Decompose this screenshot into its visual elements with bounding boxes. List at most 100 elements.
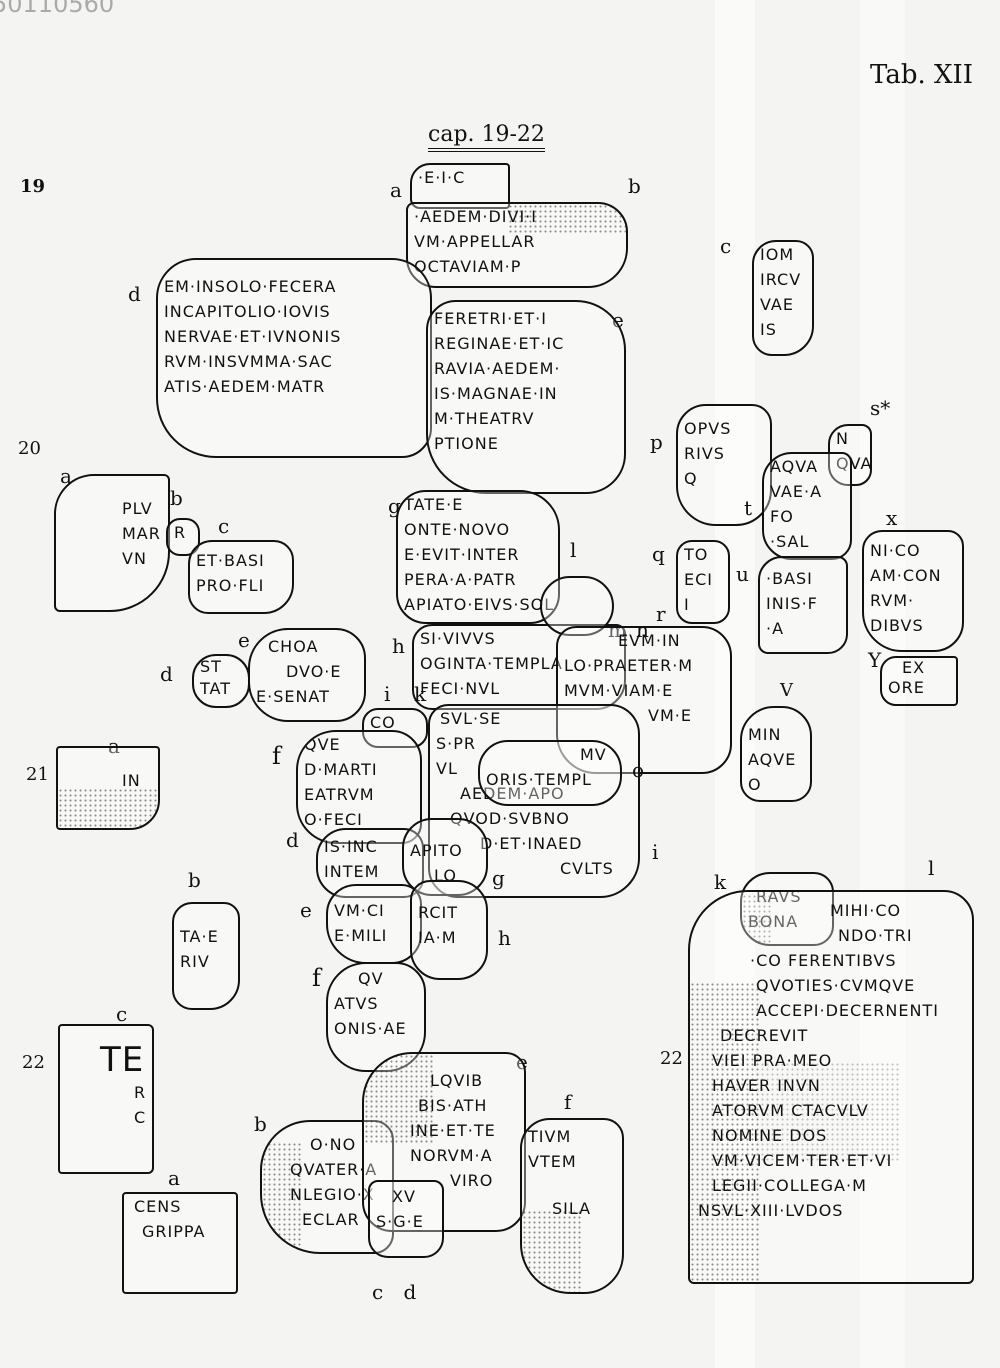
fragment-line: ACCEPI·DECERNENTI (756, 1001, 939, 1020)
fragment-line: E·SENAT (256, 687, 330, 706)
fragment-19c: IOM IRCV VAE IS (752, 240, 814, 356)
stipple (760, 1062, 900, 1162)
fragment-line: O (748, 775, 762, 794)
fragment-line: APIATO·EIVS·SOL (404, 595, 555, 614)
fragment-line: Q (684, 469, 698, 488)
fragment-line: RIVS (684, 444, 725, 463)
fragment-label: y (868, 648, 882, 672)
fragment-22a: CENS GRIPPA (122, 1192, 238, 1294)
fragment-line: RVM·INSVMMA·SAC (164, 352, 333, 371)
fragment-label: o (632, 758, 645, 782)
fragment-line: ORIS·TEMPL (486, 770, 592, 789)
fragment-line: ORE (888, 678, 925, 697)
fragment-line: RCIT (418, 903, 458, 922)
fragment-line: INCAPITOLIO·IOVIS (164, 302, 331, 321)
fragment-21f2: QV ATVS ONIS·AE (326, 962, 426, 1072)
fragment-line: PRO·FLI (196, 576, 265, 595)
fragment-21a: IN (56, 746, 160, 830)
fragment-19y: EX ORE (880, 656, 958, 706)
fragment-line: QVOTIES·CVMQVE (756, 976, 916, 995)
fragment-line: OPVS (684, 419, 732, 438)
fragment-line: GRIPPA (142, 1222, 206, 1241)
fragment-line: APITO (410, 841, 463, 860)
fragment-line: I (684, 595, 690, 614)
fragment-line: VAE (760, 295, 794, 314)
fragment-label: q (652, 542, 665, 566)
fragment-label: l (928, 856, 935, 880)
fragment-line: QVOD·SVBNO (450, 809, 570, 828)
fragment-line: ·AEDEM·DIVI·I (414, 207, 537, 226)
fragment-line: BIS·ATH (418, 1096, 488, 1115)
chapter-number-22: 22 (22, 1052, 45, 1073)
fragment-21g: APITO LO (402, 818, 488, 896)
fragment-line: ·BASI (766, 569, 813, 588)
fragment-line: LO·PRAETER·M (564, 656, 694, 675)
fragment-label: p (650, 430, 663, 454)
fragment-19b: ·AEDEM·DIVI·I VM·APPELLAR OCTAVIAM·P (406, 202, 628, 288)
stipple (58, 788, 158, 828)
fragment-20g: TATE·E ONTE·NOVO E·EVIT·INTER PERA·A·PAT… (396, 490, 560, 624)
fragment-line: MAR (122, 524, 161, 543)
fragment-line: VL (436, 759, 458, 778)
fragment-20d: ST TAT (192, 654, 250, 708)
fragment-label: a (390, 178, 402, 202)
fragment-line: AQVE (748, 750, 797, 769)
fragment-line: VIRO (450, 1171, 494, 1190)
fragment-line: ONIS·AE (334, 1019, 407, 1038)
fragment-line: IS·MAGNAE·IN (434, 384, 558, 403)
fragment-line: VN (122, 549, 147, 568)
fragment-line: MIN (748, 725, 782, 744)
fragment-line: ONTE·NOVO (404, 520, 511, 539)
fragment-line: M·THEATRV (434, 409, 535, 428)
fragment-line: NORVM·A (410, 1146, 493, 1165)
fragment-22c: TE R C (58, 1024, 154, 1174)
fragment-line: SI·VIVVS (420, 629, 496, 648)
chapter-number-20: 20 (18, 438, 41, 459)
fragment-line: EVM·IN (618, 631, 681, 650)
fragment-line: VTEM (528, 1152, 577, 1171)
fragment-21e: VM·CI E·MILI (326, 884, 422, 964)
fragment-label: e (612, 308, 624, 332)
fragment-line: N (836, 429, 849, 448)
paper-band (860, 0, 905, 1368)
fragment-20q: TO ECI I (676, 540, 730, 624)
fragment-label: b (628, 174, 641, 198)
fragment-line: S·G·E (376, 1212, 424, 1231)
fragment-label: g (492, 866, 505, 890)
fragment-line: QVATER·A (290, 1160, 378, 1179)
fragment-line: FECI·NVL (420, 679, 501, 698)
fragment-22l: MIHI·CO NDO·TRI ·CO FERENTIBVS QVOTIES·C… (688, 890, 974, 1284)
chapter-number-19: 19 (20, 176, 46, 197)
fragment-22f: TIVM VTEM SILA (520, 1118, 624, 1294)
fragment-21b: TA·E RIV (172, 902, 240, 1010)
fragment-line: ATIS·AEDEM·MATR (164, 377, 326, 396)
fragment-label: a (60, 464, 72, 488)
fragment-line: CVLTS (560, 859, 614, 878)
fragment-label: h (392, 634, 405, 658)
fragment-line: IOM (760, 245, 795, 264)
fragment-line: ·CO FERENTIBVS (750, 951, 897, 970)
fragment-label: c (720, 234, 732, 258)
fragment-line: DVO·E (286, 662, 342, 681)
fragment-label: e (300, 898, 312, 922)
fragment-20v: MIN AQVE O (740, 706, 812, 802)
fragment-19p: OPVS RIVS Q (676, 404, 772, 526)
fragment-20e: CHOA DVO·E E·SENAT (248, 628, 366, 722)
fragment-line: INTEM (324, 862, 380, 881)
fragment-line: IS (760, 320, 777, 339)
fragment-21h: RCIT IA·M (410, 880, 488, 980)
fragment-label: k (714, 870, 727, 894)
fragment-line: ET·BASI (196, 551, 265, 570)
fragment-label: c (116, 1002, 128, 1026)
fragment-label: v (780, 680, 793, 701)
fragment-label: x (886, 506, 898, 530)
fragment-line: VM·CI (334, 901, 385, 920)
stipple (508, 204, 626, 234)
fragment-line: C (134, 1108, 147, 1127)
fragment-line: ·SAL (770, 532, 810, 551)
fragment-line: VM·E (648, 706, 692, 725)
fragment-line: MIHI·CO (830, 901, 902, 920)
fragment-19x: NI·CO AM·CON RVM· DIBVS (862, 530, 964, 652)
fragment-label: b (188, 868, 201, 892)
fragment-line: IRCV (760, 270, 802, 289)
